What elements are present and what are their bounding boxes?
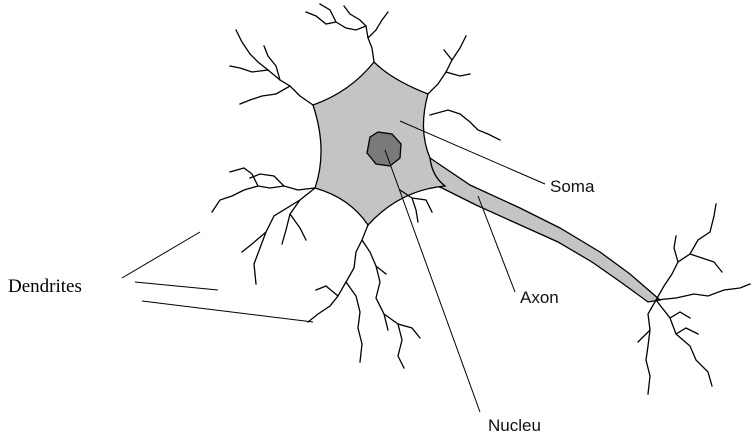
dendrites-pointer-line-2 (135, 282, 218, 290)
dendrite-top-left (230, 30, 313, 105)
dendrite-bottom (308, 225, 420, 368)
dendrites-pointer-line-3 (142, 301, 313, 322)
dendrite-left (212, 168, 315, 212)
axon (420, 158, 660, 302)
soma-label: Soma (550, 177, 595, 196)
dendrites-label: Dendrites (8, 276, 82, 297)
dendrite-top (306, 4, 388, 62)
dendrite-top-right (428, 36, 500, 140)
dendrites-pointer-line-1 (122, 232, 200, 278)
axon-label: Axon (520, 288, 559, 307)
dendrite-bottom-left (242, 188, 315, 284)
nucleus-label: Nucleu (488, 416, 541, 435)
